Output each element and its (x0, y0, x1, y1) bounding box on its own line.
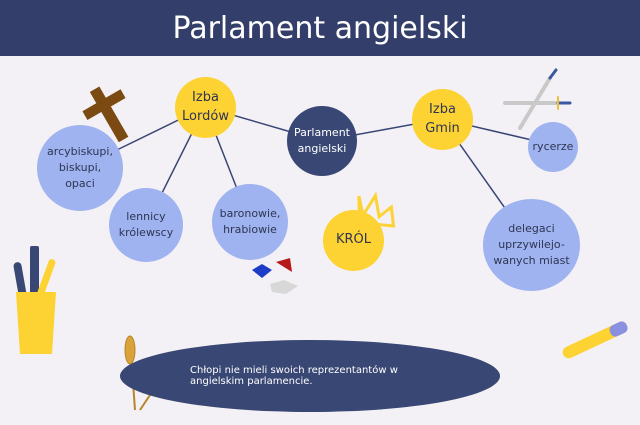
pencil-cup-icon (13, 246, 56, 354)
node-lords: Izba Lordów (175, 77, 236, 138)
node-knights-label: rycerze (532, 140, 574, 154)
peasants-note-text: Chłopi nie mieli swoich reprezentantów w… (190, 365, 398, 387)
node-clergy-label: arcybiskupi, biskupi, opaci (47, 145, 113, 190)
node-parliament-label: Parlament angielski (294, 126, 350, 155)
cross-icon (82, 86, 129, 143)
node-barons: baronowie, hrabiowie (212, 184, 288, 260)
node-clergy: arcybiskupi, biskupi, opaci (37, 125, 123, 211)
title-banner: Parlament angielski (0, 0, 640, 56)
node-vassals: lennicy królewscy (109, 188, 183, 262)
node-knights: rycerze (528, 122, 578, 172)
node-delegates: delegaci uprzywilejo- wanych miast (483, 199, 580, 291)
peasants-note: Chłopi nie mieli swoich reprezentantów w… (120, 340, 500, 412)
node-vassals-label: lennicy królewscy (118, 210, 174, 239)
node-king-label: KRÓL (335, 232, 372, 248)
gems-icon (252, 258, 298, 294)
swords-icon (503, 68, 572, 130)
node-parliament: Parlament angielski (287, 106, 357, 176)
node-commons: Izba Gmin (412, 89, 473, 150)
node-king: KRÓL (323, 210, 384, 271)
node-barons-label: baronowie, hrabiowie (219, 207, 281, 236)
node-commons-label: Izba Gmin (425, 101, 460, 136)
node-delegates-label: delegaci uprzywilejo- wanych miast (493, 222, 570, 267)
page-title: Parlament angielski (172, 10, 468, 46)
pen-icon (562, 321, 628, 359)
node-lords-label: Izba Lordów (182, 89, 229, 124)
